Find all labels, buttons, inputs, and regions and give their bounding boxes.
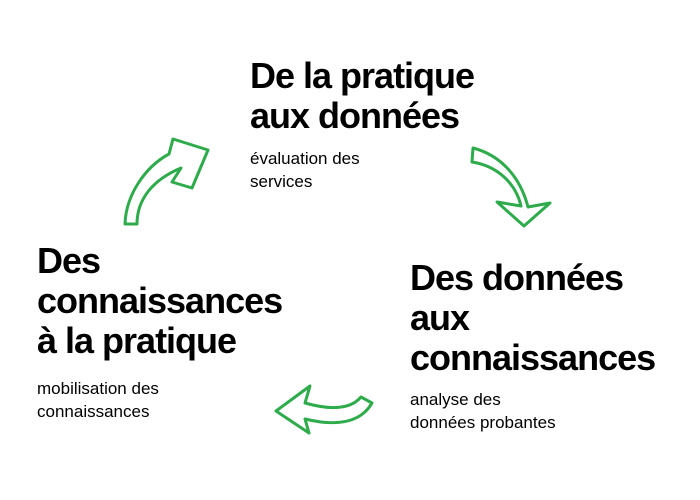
stage-top-subtitle-line: évaluation des xyxy=(250,149,360,168)
stage-left-title: Des connaissances à la pratique xyxy=(37,240,283,361)
stage-right-title-line: aux xyxy=(410,297,470,338)
stage-left-title-line: connaissances xyxy=(37,280,283,321)
stage-top-subtitle: évaluation des services xyxy=(250,147,474,193)
arrow-left-to-top-shape xyxy=(123,137,210,226)
stage-left-subtitle: mobilisation des connaissances xyxy=(37,377,282,423)
stage-right-title: Des données aux connaissances xyxy=(410,257,656,378)
stage-left-title-line: Des xyxy=(37,240,101,281)
stage-right-subtitle: analyse des données probantes xyxy=(410,388,655,434)
stage-top-title-line: aux données xyxy=(250,95,460,136)
stage-right-subtitle-line: données probantes xyxy=(410,413,556,432)
stage-top-title: De la pratique aux données xyxy=(250,55,475,136)
stage-right-title-line: connaissances xyxy=(410,337,656,378)
stage-top-subtitle-line: services xyxy=(250,172,313,191)
stage-top-title-line: De la pratique xyxy=(250,55,475,96)
stage-right-subtitle-line: analyse des xyxy=(410,390,501,409)
stage-left-subtitle-line: connaissances xyxy=(37,402,150,421)
stage-right-title-line: Des données xyxy=(410,257,624,298)
arrow-right-to-left-shape xyxy=(274,384,374,435)
stage-left-title-line: à la pratique xyxy=(37,320,237,361)
stage-practice-to-data: De la pratique aux données évaluation de… xyxy=(250,55,475,193)
arrow-top-to-right-shape xyxy=(470,146,552,228)
stage-knowledge-to-practice: Des connaissances à la pratique mobilisa… xyxy=(37,240,283,423)
stage-left-subtitle-line: mobilisation des xyxy=(37,379,159,398)
stage-data-to-knowledge: Des données aux connaissances analyse de… xyxy=(410,257,656,434)
